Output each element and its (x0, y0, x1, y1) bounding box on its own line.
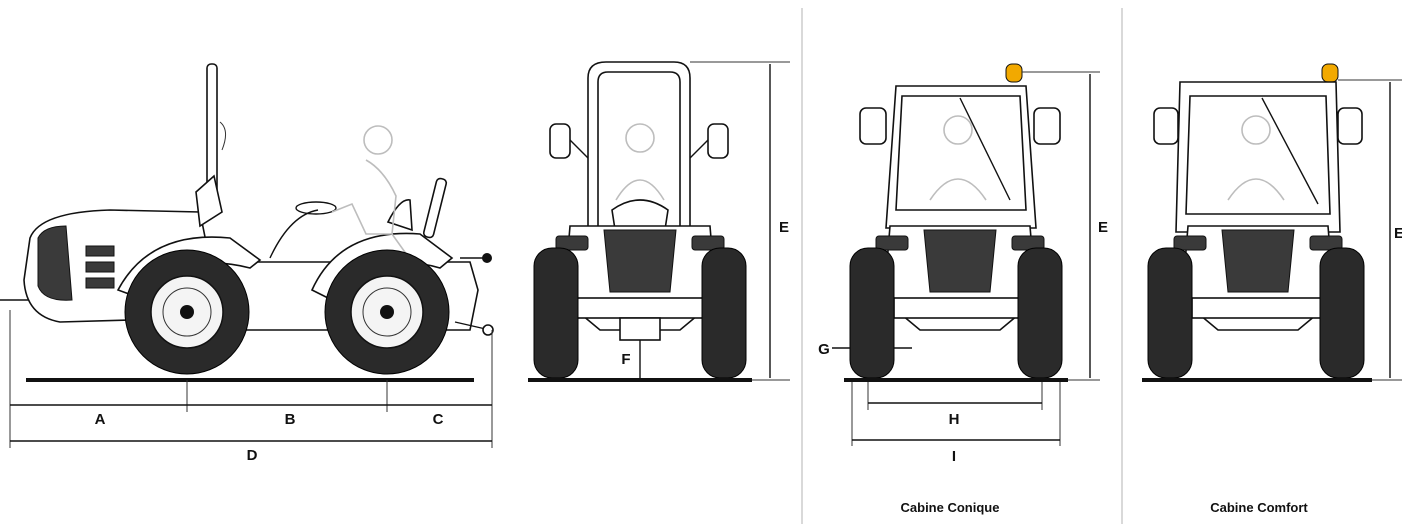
cabine-conique-tractor (849, 63, 1063, 379)
dimension-label-d: D (247, 447, 258, 464)
dimension-label-b: B (285, 411, 296, 428)
caption-cabine-conique: Cabine Conique (901, 500, 1000, 515)
beacon-icon (1321, 63, 1339, 83)
comfort-dimensions (1338, 79, 1402, 381)
dimension-label-f: F (621, 351, 630, 368)
front-view-rops-tractor (533, 61, 747, 379)
dimension-label-g: G (818, 341, 830, 358)
dimension-label-h: H (949, 411, 960, 428)
side-dimensions (9, 310, 493, 448)
dimension-label-e-conique: E (1098, 219, 1108, 236)
caption-cabine-comfort: Cabine Comfort (1210, 500, 1308, 515)
side-view-tractor (0, 63, 494, 375)
conique-dimensions (832, 71, 1100, 446)
dimension-label-e-front: E (779, 219, 789, 236)
dimension-label-c: C (433, 411, 444, 428)
dimension-label-a: A (95, 411, 106, 428)
front-dimensions (639, 61, 790, 381)
beacon-icon (1005, 63, 1023, 83)
dimension-label-i: I (952, 448, 956, 465)
cabine-comfort-tractor (1147, 63, 1365, 379)
dimension-label-e-comfort: E (1394, 225, 1402, 242)
